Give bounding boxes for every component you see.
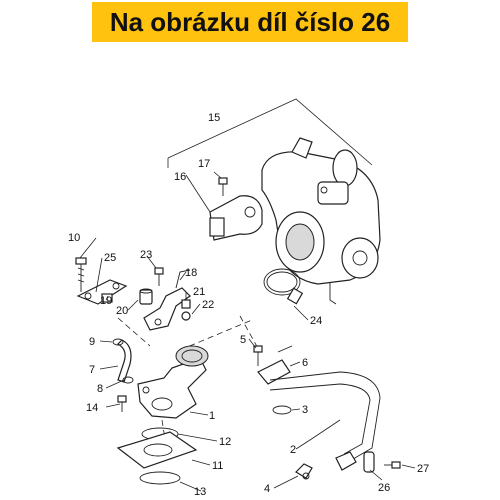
bracket-18: [143, 269, 191, 331]
bracket-25: [76, 279, 128, 305]
throttle-position-sensor: [209, 195, 263, 241]
throttle-body: [261, 137, 381, 305]
callout-14: 14: [86, 402, 98, 414]
callout-22: 22: [202, 299, 214, 311]
pipe-end-26: [335, 451, 375, 473]
callout-17: 17: [198, 158, 210, 170]
callout-9: 9: [89, 336, 95, 348]
nut-22: [181, 311, 191, 321]
clip-9: [112, 338, 124, 346]
leader-lines: [79, 171, 416, 492]
hose-7: [117, 339, 132, 383]
bolt-10: [75, 257, 87, 292]
callout-19: 19: [100, 295, 112, 307]
screw-27: [384, 461, 401, 469]
joint-6: [257, 345, 293, 385]
collar-20: [139, 288, 153, 305]
callout-11: 11: [212, 460, 223, 472]
title-text: Na obrázku díl číslo 26: [109, 6, 391, 37]
o-ring-13: [139, 471, 181, 485]
callout-18: 18: [185, 267, 197, 279]
bolt-5: [253, 345, 263, 366]
callout-23: 23: [140, 249, 152, 261]
collar-21: [181, 299, 191, 309]
air-pipe-2: [269, 371, 381, 463]
callout-21: 21: [193, 286, 205, 298]
screw-17: [218, 177, 228, 196]
callout-7: 7: [89, 364, 95, 376]
callout-10: 10: [68, 232, 80, 244]
group-15-bracket: [167, 98, 373, 168]
washer-3: [272, 405, 292, 415]
callout-16: 16: [174, 171, 186, 183]
callout-24: 24: [310, 315, 322, 327]
callout-3: 3: [302, 404, 308, 416]
callout-5: 5: [240, 334, 246, 346]
callout-25: 25: [104, 252, 116, 264]
bolt-14: [117, 395, 127, 412]
callout-12: 12: [219, 436, 231, 448]
bolt-23: [154, 267, 164, 286]
callout-20: 20: [116, 305, 128, 317]
callout-4: 4: [264, 483, 270, 495]
callout-15: 15: [208, 112, 220, 124]
clip-4: [295, 463, 313, 480]
callout-8: 8: [97, 383, 103, 395]
callout-27: 27: [417, 463, 429, 475]
insulator-11: [116, 431, 198, 469]
callout-13: 13: [194, 486, 206, 498]
callout-1: 1: [209, 410, 215, 422]
callout-6: 6: [302, 357, 308, 369]
clip-8: [122, 376, 134, 384]
callout-26: 26: [378, 482, 390, 494]
callout-2: 2: [290, 444, 296, 456]
title-banner: Na obrázku díl číslo 26: [92, 2, 408, 42]
hose-clamp-24: [263, 268, 304, 305]
intake-manifold-1: [137, 345, 209, 419]
